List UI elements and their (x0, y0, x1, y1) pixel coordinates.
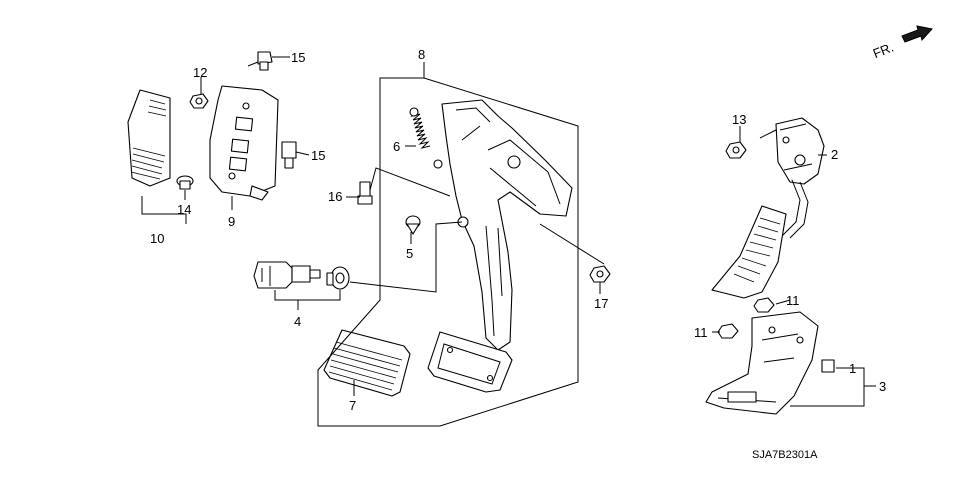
callout-3: 3 (879, 379, 886, 394)
leader-lines (141, 56, 876, 407)
callout-10: 10 (150, 231, 164, 246)
bracket-plate-part-9 (209, 85, 279, 201)
nut-part-12 (189, 93, 209, 109)
nut-part-11-lower (717, 323, 739, 339)
callout-1: 1 (849, 361, 856, 376)
accelerator-pedal-pad (711, 205, 787, 299)
brake-pedal-pad (427, 331, 513, 393)
callout-8: 8 (418, 47, 425, 62)
accelerator-pedal-arm (781, 179, 809, 239)
collar-part-1 (821, 359, 835, 373)
nut-part-17 (589, 265, 611, 283)
brake-pedal-arm-part-8 (441, 99, 573, 351)
callout-13: 13 (732, 112, 746, 127)
callout-2: 2 (831, 147, 838, 162)
front-direction-arrow-icon (901, 25, 933, 43)
callout-15-upper: 15 (291, 50, 305, 65)
callout-14: 14 (177, 202, 191, 217)
callout-11-upper: 11 (786, 293, 800, 308)
callout-11-lower: 11 (694, 325, 708, 340)
nut-part-13 (725, 141, 747, 159)
stop-switch-part-4 (253, 261, 321, 289)
callout-7: 7 (349, 398, 356, 413)
callout-6: 6 (393, 139, 400, 154)
nut-part-11-upper (753, 297, 775, 313)
pedal-pad-rubber-part-7 (323, 329, 411, 397)
pedal-cover-part (127, 89, 171, 187)
accelerator-module-part-2 (775, 117, 825, 185)
accelerator-bracket-part-3 (705, 311, 819, 415)
grommet-part-4 (326, 266, 350, 290)
spring-part-6 (409, 107, 443, 169)
clip-part-14 (176, 175, 194, 190)
bolt-part-15-lower (281, 141, 297, 169)
callout-15-lower: 15 (311, 148, 325, 163)
part-8-outline (317, 77, 579, 427)
callout-17: 17 (594, 296, 608, 311)
drawing-code: SJA7B2301A (752, 449, 818, 461)
callout-9: 9 (228, 214, 235, 229)
bolt-part-16 (357, 181, 373, 205)
stopper-part-5 (405, 215, 421, 235)
bolt-part-15-upper (247, 51, 273, 71)
callout-5: 5 (406, 246, 413, 261)
callout-12: 12 (193, 65, 207, 80)
callout-16: 16 (328, 189, 342, 204)
front-direction-label: FR. (871, 39, 896, 61)
callout-4: 4 (294, 314, 301, 329)
